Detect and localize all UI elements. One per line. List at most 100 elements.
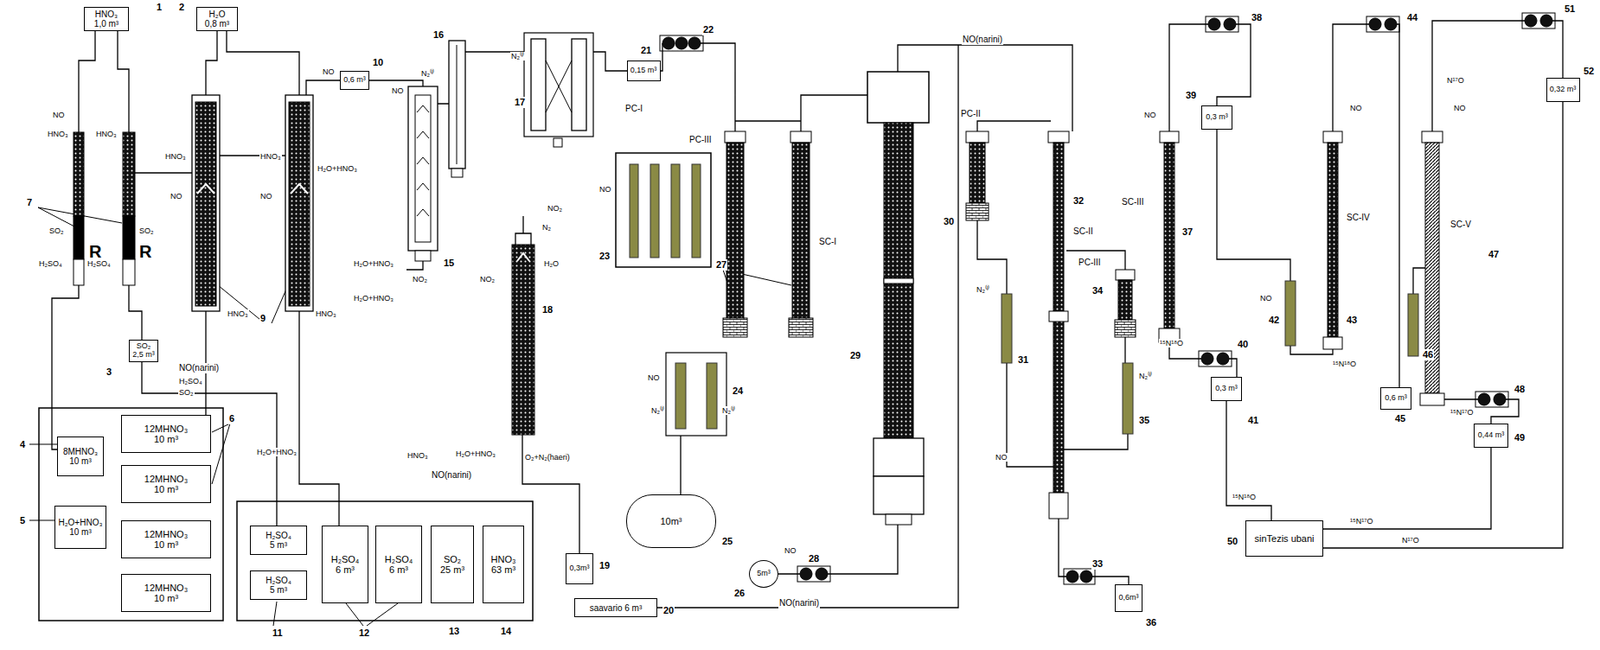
separation-column — [1327, 142, 1338, 338]
callout-number: 12 — [358, 627, 371, 640]
stream-label: NO₂ — [479, 275, 496, 284]
stream-label: SC-II — [1072, 226, 1095, 237]
valve-box — [415, 250, 431, 262]
callout-number: 32 — [1072, 195, 1085, 207]
column-base — [1323, 337, 1343, 350]
tank-box: 12MHNO₃10 m³ — [121, 415, 212, 454]
stream-label: H₂SO₄ — [178, 377, 204, 386]
separation-column — [1164, 142, 1175, 329]
node-text: 10 m³ — [153, 539, 179, 551]
column-head — [867, 71, 929, 123]
callout-number: 36 — [1145, 617, 1158, 629]
callout-number: 28 — [807, 553, 820, 565]
column-internal — [456, 44, 458, 165]
stream-label: N₂⁽ˡ⁾ — [975, 285, 991, 295]
tank-box: H₂SO₄5 m³ — [249, 570, 308, 601]
stream-label: ¹⁵N¹⁸O — [1158, 339, 1184, 348]
stream-label: NO(narini) — [961, 34, 1004, 45]
unit-label: R — [138, 242, 153, 263]
reactor-column — [122, 132, 135, 217]
edge-label: ¹⁵N¹⁸O — [1231, 492, 1257, 502]
stream-label: NO — [390, 86, 405, 96]
stream-label: HNO₃ — [226, 309, 250, 319]
stream-label: H₂O+HNO₃ — [454, 449, 497, 459]
column-base — [1049, 492, 1069, 519]
stream-label: ¹⁵N¹⁸O — [1331, 359, 1357, 369]
column-internal — [883, 278, 914, 284]
absorption-column — [285, 95, 314, 312]
stream-label: PC-I — [624, 103, 644, 115]
stream-label: H₂O+HNO₃ — [352, 259, 395, 269]
node-text: 12MHNO₃ — [144, 582, 188, 594]
stream-label: NO — [169, 192, 184, 201]
pump-symbol — [1478, 393, 1491, 406]
stream-label: N₂⁽ˡ⁾ — [650, 406, 666, 416]
callout-number: 24 — [731, 385, 744, 397]
node-text: 10 m³ — [153, 593, 179, 604]
callout-number: 45 — [1394, 413, 1407, 425]
node-text: H₂SO₄ — [265, 531, 292, 541]
callout-number: 48 — [1513, 384, 1526, 396]
stream-label: PC-III — [1077, 257, 1102, 269]
callout-number: 39 — [1184, 89, 1197, 102]
node-text: 10m³ — [659, 516, 682, 527]
node-text: 0,6 m³ — [1384, 394, 1408, 404]
stream-label: NO — [51, 110, 66, 120]
tank-box: H₂O+HNO₃10 m³ — [54, 505, 107, 550]
callout-number: 1 — [155, 1, 163, 13]
tank-box: HNO₃1,0 m³ — [83, 6, 129, 32]
node-text: sinTezis ubani — [1254, 533, 1314, 544]
stream-label: H₂O+HNO₃ — [316, 164, 359, 173]
tank-box: 5m³ — [748, 560, 779, 589]
green-exchanger — [629, 164, 639, 258]
callout-number: 40 — [1236, 339, 1249, 351]
stream-label: H₂O+HNO₃ — [256, 448, 298, 457]
pipe-connector — [1323, 448, 1492, 530]
leader-line — [29, 207, 792, 627]
group-frame — [236, 501, 533, 621]
callout-number: 27 — [715, 259, 728, 271]
pump-symbol — [1384, 18, 1397, 31]
group-frame — [665, 352, 727, 436]
pump-symbol — [1066, 570, 1079, 583]
callout-number: 13 — [448, 626, 461, 638]
reactor-column — [73, 259, 84, 286]
valve-box — [451, 168, 463, 178]
tank-box: 0,32 m³ — [1546, 77, 1581, 103]
column-base — [1114, 320, 1136, 338]
stream-label: HNO₃ — [406, 451, 429, 461]
stream-label: HNO₃ — [164, 152, 187, 161]
tank-box: HNO₃63 m³ — [482, 525, 525, 604]
callout-number: 41 — [1247, 415, 1260, 427]
node-text: 0,6 m³ — [343, 76, 366, 85]
stream-label: NO — [321, 67, 336, 77]
callout-number: 20 — [662, 605, 675, 617]
column-head — [1421, 131, 1443, 143]
column-head — [1048, 131, 1069, 143]
stream-label: NO — [1452, 103, 1467, 113]
stream-label: PC-III — [688, 134, 713, 146]
pump-symbol — [1208, 18, 1221, 31]
tank-box: 0,3 m³ — [1210, 377, 1242, 402]
stream-label: NO — [1259, 294, 1274, 303]
callout-number: 15 — [442, 257, 455, 269]
node-text: HNO₃ — [95, 9, 118, 20]
stream-label: HNO₃ — [46, 129, 70, 139]
stream-label: NO — [994, 453, 1009, 462]
callout-number: 31 — [1017, 354, 1030, 366]
callout-number: 25 — [721, 536, 734, 548]
tank-box: 0,6 m³ — [1380, 387, 1412, 410]
absorption-column — [195, 102, 217, 307]
column-head — [966, 131, 989, 143]
stream-label: N¹⁷O — [1446, 76, 1466, 85]
column-base — [788, 318, 813, 338]
condenser — [448, 40, 466, 169]
node-text: 63 m³ — [491, 564, 516, 576]
absorption-column — [192, 95, 220, 312]
callout-number: 33 — [1091, 558, 1104, 570]
node-text: HNO₃ — [491, 554, 517, 565]
stream-label: HNO₃ — [259, 152, 282, 161]
group-frame — [524, 32, 594, 137]
